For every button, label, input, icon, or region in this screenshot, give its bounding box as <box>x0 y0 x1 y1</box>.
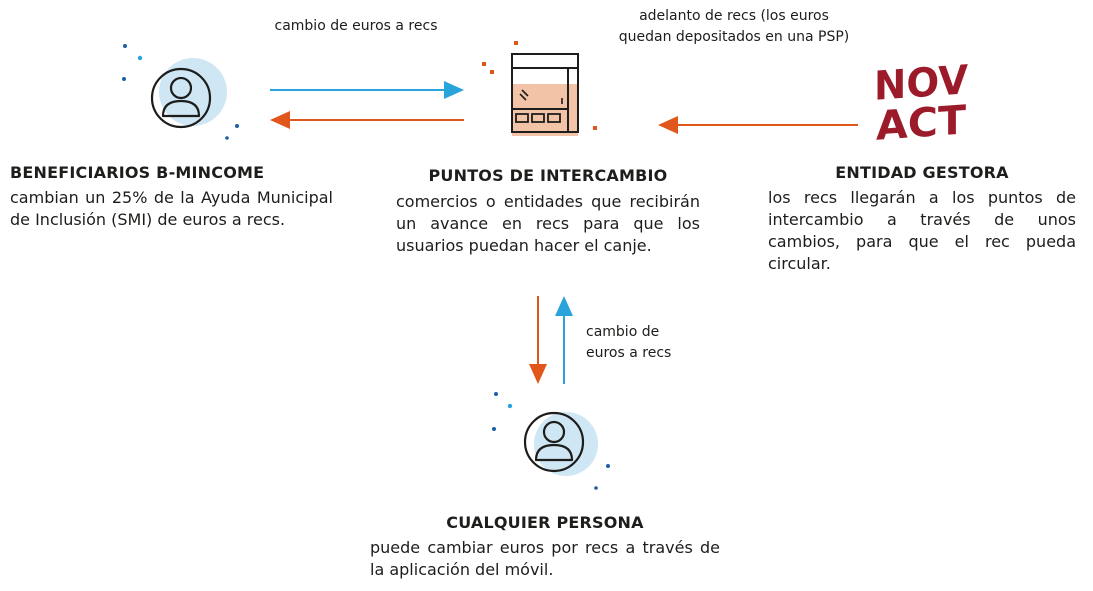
beneficiarios-description: cambian un 25% de la Ayuda Municipal de … <box>10 188 333 229</box>
store-icon <box>482 41 597 136</box>
top-left-arrow-label: cambio de euros a recs <box>274 18 438 34</box>
vertical-arrow-label: cambio de euros a recs <box>586 324 672 361</box>
node-puntos: PUNTOS DE INTERCAMBIO comercios o entida… <box>396 166 700 257</box>
entidad-title: ENTIDAD GESTORA <box>835 163 1009 182</box>
puntos-description: comercios o entidades que recibirán un a… <box>396 192 700 255</box>
arrow-puntos-to-persona <box>529 296 547 384</box>
node-beneficiarios: BENEFICIARIOS B-MINCOME cambian un 25% d… <box>10 163 333 231</box>
top-right-arrow-label: adelanto de recs (los euros quedan depos… <box>618 8 850 45</box>
beneficiarios-user-icon <box>122 44 239 140</box>
svg-text:ACT: ACT <box>876 97 967 149</box>
puntos-title: PUNTOS DE INTERCAMBIO <box>428 166 668 185</box>
arrow-puntos-to-beneficiarios <box>270 111 464 129</box>
persona-description: puede cambiar euros por recs a través de… <box>370 538 720 579</box>
entidad-description: los recs llegarán a los puntos de interc… <box>768 188 1076 273</box>
persona-title: CUALQUIER PERSONA <box>446 513 644 532</box>
persona-user-icon <box>492 392 610 490</box>
arrow-beneficiarios-to-puntos <box>270 81 464 99</box>
novact-logo: NOV ACT <box>874 57 968 149</box>
node-entidad: ENTIDAD GESTORA los recs llegarán a los … <box>768 163 1076 275</box>
arrow-persona-to-puntos <box>555 296 573 384</box>
beneficiarios-title: BENEFICIARIOS B-MINCOME <box>10 163 265 182</box>
node-persona: CUALQUIER PERSONA puede cambiar euros po… <box>370 513 720 581</box>
svg-text:NOV: NOV <box>874 57 968 110</box>
arrow-entidad-to-puntos <box>658 116 858 134</box>
